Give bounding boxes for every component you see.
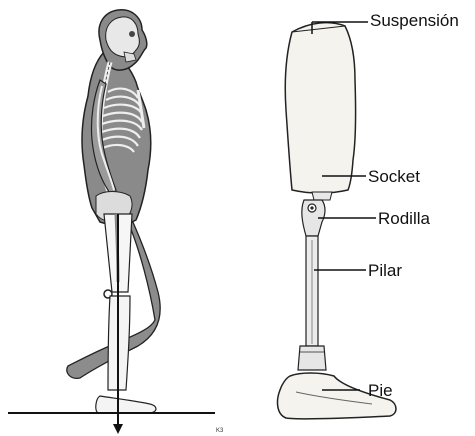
skeleton-figure [8, 10, 215, 434]
skull [106, 17, 140, 57]
socket [285, 23, 355, 193]
corner-mark: K3 [216, 428, 223, 434]
socket-adapter [312, 192, 332, 200]
eye-socket [129, 31, 135, 37]
label-socket: Socket [368, 168, 420, 186]
load-line-arrow [113, 424, 123, 434]
label-pilar: Pilar [368, 262, 402, 280]
ankle-adapter [298, 346, 326, 370]
label-rodilla: Rodilla [378, 210, 430, 228]
label-suspension: Suspensión [370, 12, 459, 30]
label-pie: Pie [368, 382, 393, 400]
figure-foot [96, 396, 156, 413]
